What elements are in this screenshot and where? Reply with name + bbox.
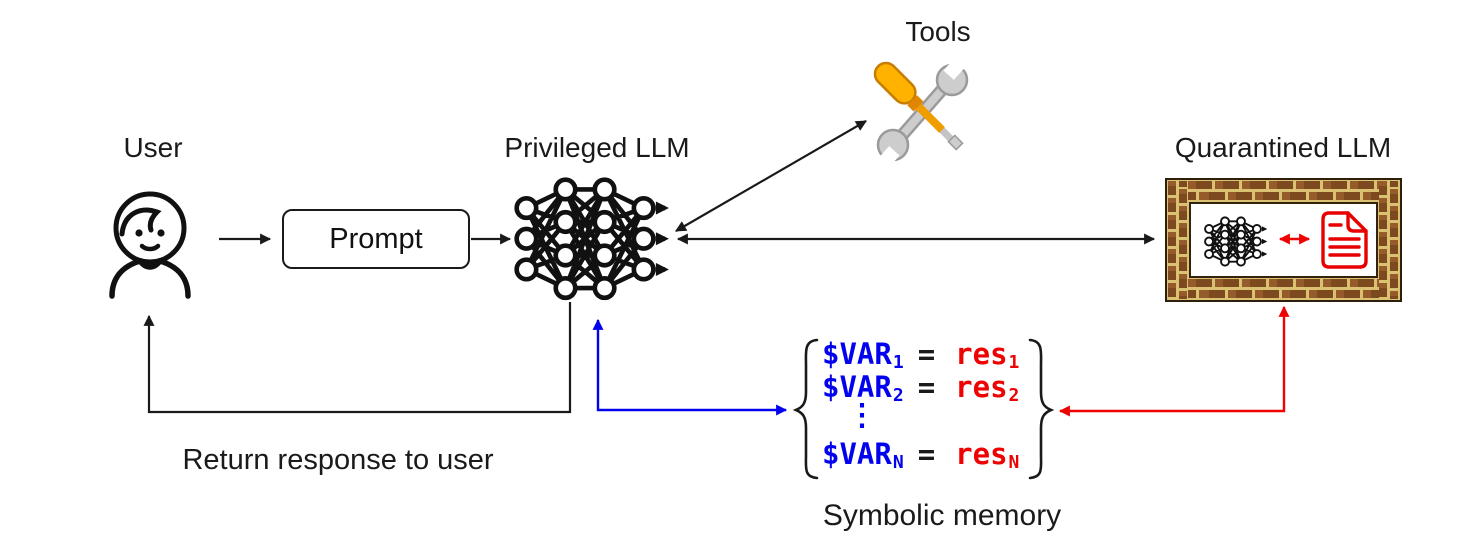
privileged-llm-tools-arrow <box>675 120 867 232</box>
left-brace <box>792 338 819 480</box>
result-subscript: N <box>1008 451 1020 473</box>
result-subscript: 1 <box>1008 351 1020 373</box>
return-response-label: Return response to user <box>182 444 494 476</box>
privileged-llm-icon <box>517 180 665 298</box>
result-name: res <box>955 337 1008 371</box>
equals-sign: = <box>917 437 936 471</box>
prompt-box-label: Prompt <box>329 222 423 255</box>
variable-subscript: 1 <box>892 351 904 373</box>
symbolic-memory-label: Symbolic memory <box>822 499 1062 532</box>
quarantined-llm-memory-arrow <box>1058 305 1290 417</box>
quarantined-llm-box <box>1165 178 1402 302</box>
right-brace <box>1028 338 1055 480</box>
return-response-arrow <box>143 302 572 414</box>
hair-swoosh <box>119 207 162 237</box>
variable-name: $VAR <box>822 437 892 471</box>
tools-label: Tools <box>905 16 971 47</box>
brick-wall-top <box>1188 181 1379 201</box>
result-name: res <box>955 370 1008 404</box>
variable-subscript: N <box>892 451 904 473</box>
result-subscript: 2 <box>1008 384 1020 406</box>
variable-name: $VAR <box>822 337 892 371</box>
brick-wall-bottom <box>1188 279 1379 299</box>
user-label: User <box>123 132 183 163</box>
wrench-icon <box>874 54 969 172</box>
tools-icon <box>873 54 969 172</box>
brick-wall-right <box>1379 181 1399 299</box>
quarantined-llm-label: Quarantined LLM <box>1174 132 1392 163</box>
equals-sign: = <box>917 337 936 371</box>
privileged-llm-label: Privileged LLM <box>504 132 690 163</box>
user-icon <box>109 191 191 299</box>
prompt-box: Prompt <box>282 209 470 269</box>
privileged-llm-memory-arrow <box>592 318 788 416</box>
variable-name: $VAR <box>822 370 892 404</box>
ellipsis-dots: ⋮ <box>847 398 877 433</box>
quarantined-llm-inner-panel <box>1189 202 1378 278</box>
equals-sign: = <box>917 370 936 404</box>
screwdriver-icon <box>873 61 964 151</box>
brick-wall-left <box>1168 181 1188 299</box>
variable-subscript: 2 <box>892 384 904 406</box>
result-name: res <box>955 437 1008 471</box>
